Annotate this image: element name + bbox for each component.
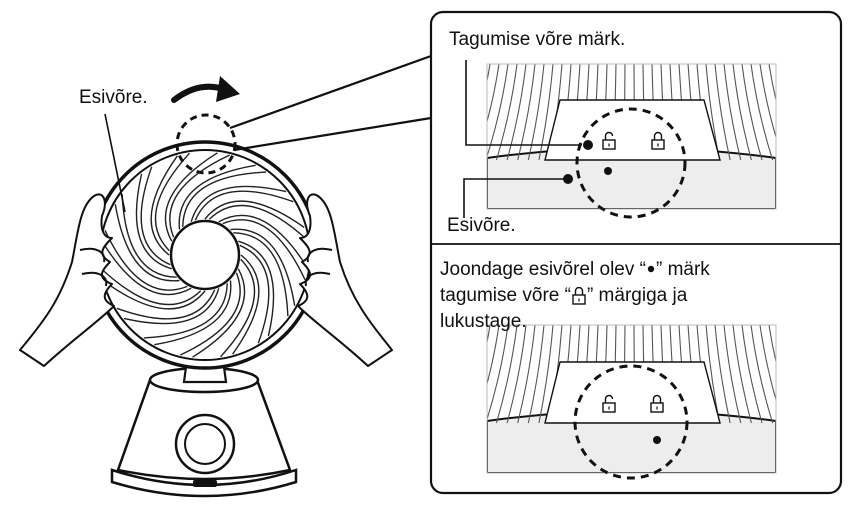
blade-line (192, 268, 246, 358)
blade-line (233, 232, 289, 317)
grille-rib (750, 325, 774, 424)
grille-rib (517, 325, 536, 424)
grille-rib (732, 325, 752, 424)
rear-mark-leader (465, 60, 582, 146)
grille-rib (538, 64, 554, 161)
blade-line (239, 244, 270, 344)
grille-rib (487, 325, 491, 346)
fan-hub (169, 219, 241, 291)
dot-icon (604, 167, 612, 175)
detail-dashed-circle (575, 107, 687, 219)
callout-line-top (229, 54, 432, 130)
grille-rib (495, 325, 518, 424)
blade-line (180, 272, 241, 356)
grille-rib (527, 64, 545, 161)
blade-line (230, 228, 296, 306)
blade-line (150, 155, 178, 256)
blade-line (232, 254, 260, 355)
blade-line (222, 219, 306, 280)
blade-line (102, 242, 192, 296)
blade-line (114, 204, 180, 282)
grille-rib (741, 325, 763, 424)
right-hand (297, 193, 393, 367)
grille-rib (714, 325, 731, 424)
grille-rib (741, 64, 763, 161)
padlock-icon (572, 286, 586, 305)
grille-rib (723, 64, 742, 161)
blade-line (104, 230, 188, 291)
blade-line (140, 166, 171, 266)
grille-rib (538, 325, 554, 424)
grille-rib (487, 325, 509, 422)
alignment-instruction: Joondage esivõrel olev “” märk tagumise … (440, 257, 835, 335)
callout-line-bottom (233, 116, 432, 152)
blade-line (218, 214, 308, 268)
grille-rib (487, 64, 500, 124)
blade-line (135, 173, 172, 270)
grille-rib (714, 64, 731, 161)
fan-base (110, 366, 298, 498)
curved-arrow-icon (171, 76, 240, 103)
blade-line (194, 190, 294, 221)
blade-line (164, 152, 218, 242)
dot-icon (653, 436, 661, 444)
instruction-line-3: lukustage. (440, 311, 527, 332)
fan-head (90, 140, 320, 370)
blade-line (182, 171, 267, 227)
blade-line (105, 282, 206, 310)
blade-line (143, 283, 228, 339)
dot-icon (647, 265, 655, 273)
grille-rib (759, 64, 776, 140)
rear-grille-mark-label: Tagumise võre märk. (449, 29, 626, 50)
blade-line (219, 258, 256, 358)
front-grille-detail-leader (463, 178, 564, 218)
instruction-line-2: tagumise võre “” märgiga ja (440, 285, 688, 306)
blade-line (154, 280, 232, 346)
grille-rib (506, 64, 527, 161)
grille-rib (768, 325, 776, 365)
blade-line (123, 288, 220, 325)
base-slot (193, 480, 217, 487)
blade-line (154, 152, 191, 252)
blade-line (121, 193, 177, 278)
grille-rib (495, 64, 518, 161)
grille-rib (759, 325, 776, 402)
blade-line (238, 240, 275, 337)
highlight-circle (175, 113, 237, 175)
blade-line (178, 164, 256, 230)
fan-grille-blades (102, 152, 308, 358)
grille-rib (487, 64, 491, 84)
grille-rib (723, 325, 742, 424)
grille-rib (487, 64, 509, 159)
grille-rib (768, 64, 776, 103)
front-grille-label: Esivõre. (79, 87, 148, 108)
blade-line (116, 289, 216, 320)
front-grille-detail-label: Esivõre. (447, 215, 516, 236)
grille-rib (506, 325, 527, 424)
detail-dashed-circle (573, 364, 689, 480)
grille-rib (487, 325, 500, 387)
detail-bottom (486, 324, 777, 480)
grille-rib (732, 64, 752, 161)
instruction-line-1: Joondage esivõrel olev “” märk (440, 259, 710, 280)
front-grille-leader (104, 113, 126, 213)
detail-top (463, 60, 777, 219)
blade-line (169, 154, 230, 238)
blade-line (208, 204, 308, 241)
grille-rib (517, 64, 536, 161)
left-hand (19, 193, 115, 367)
grille-rib (750, 64, 774, 161)
grille-rib (527, 325, 545, 424)
blade-line (102, 269, 202, 306)
blade-line (204, 200, 305, 228)
blade-line (190, 185, 287, 222)
